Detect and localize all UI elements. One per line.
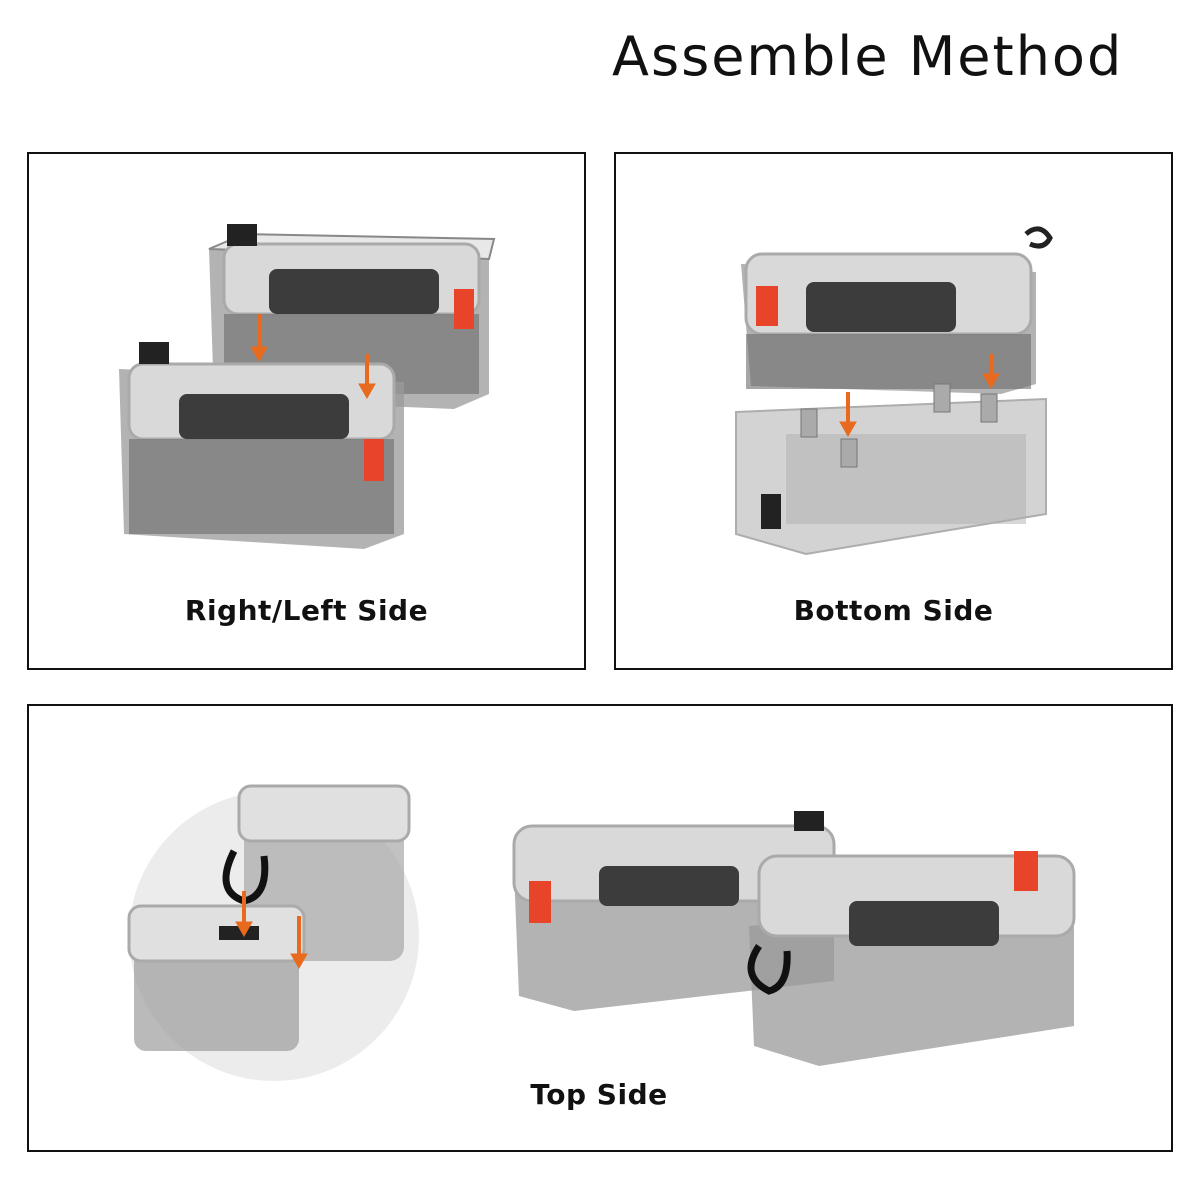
down-arrow-icon: [235, 891, 308, 970]
latch-icon: [1014, 851, 1038, 891]
caption-right-left-side: Right/Left Side: [184, 594, 429, 627]
latch-icon: [454, 289, 474, 329]
storage-box-bottom: [119, 342, 404, 549]
storage-box-top: [741, 226, 1053, 394]
panel-top-side: Top Side: [27, 704, 1173, 1152]
storage-box-right: [747, 851, 1076, 1066]
box-illustration-bottom: [735, 226, 1053, 556]
panel-bottom-side: Bottom Side: [614, 152, 1173, 670]
box-illustration-right-left: [119, 224, 496, 549]
down-arrow-icon: [839, 354, 1000, 438]
page-title: Assemble Method: [612, 25, 1124, 88]
caption-top-side: Top Side: [530, 1078, 668, 1111]
panel-right-left-side: Right/Left Side: [27, 152, 586, 670]
hook-icon: [1024, 226, 1053, 249]
down-arrow-icon: [250, 314, 376, 400]
latch-icon: [529, 881, 551, 923]
latch-icon: [364, 439, 384, 481]
box-illustration-top: [127, 784, 1076, 1081]
caption-bottom-side: Bottom Side: [793, 594, 994, 627]
storage-box-bottom: [735, 383, 1047, 556]
detail-zoom-circle: [127, 784, 419, 1081]
latch-icon: [756, 286, 778, 326]
hook-icon: [747, 944, 791, 995]
